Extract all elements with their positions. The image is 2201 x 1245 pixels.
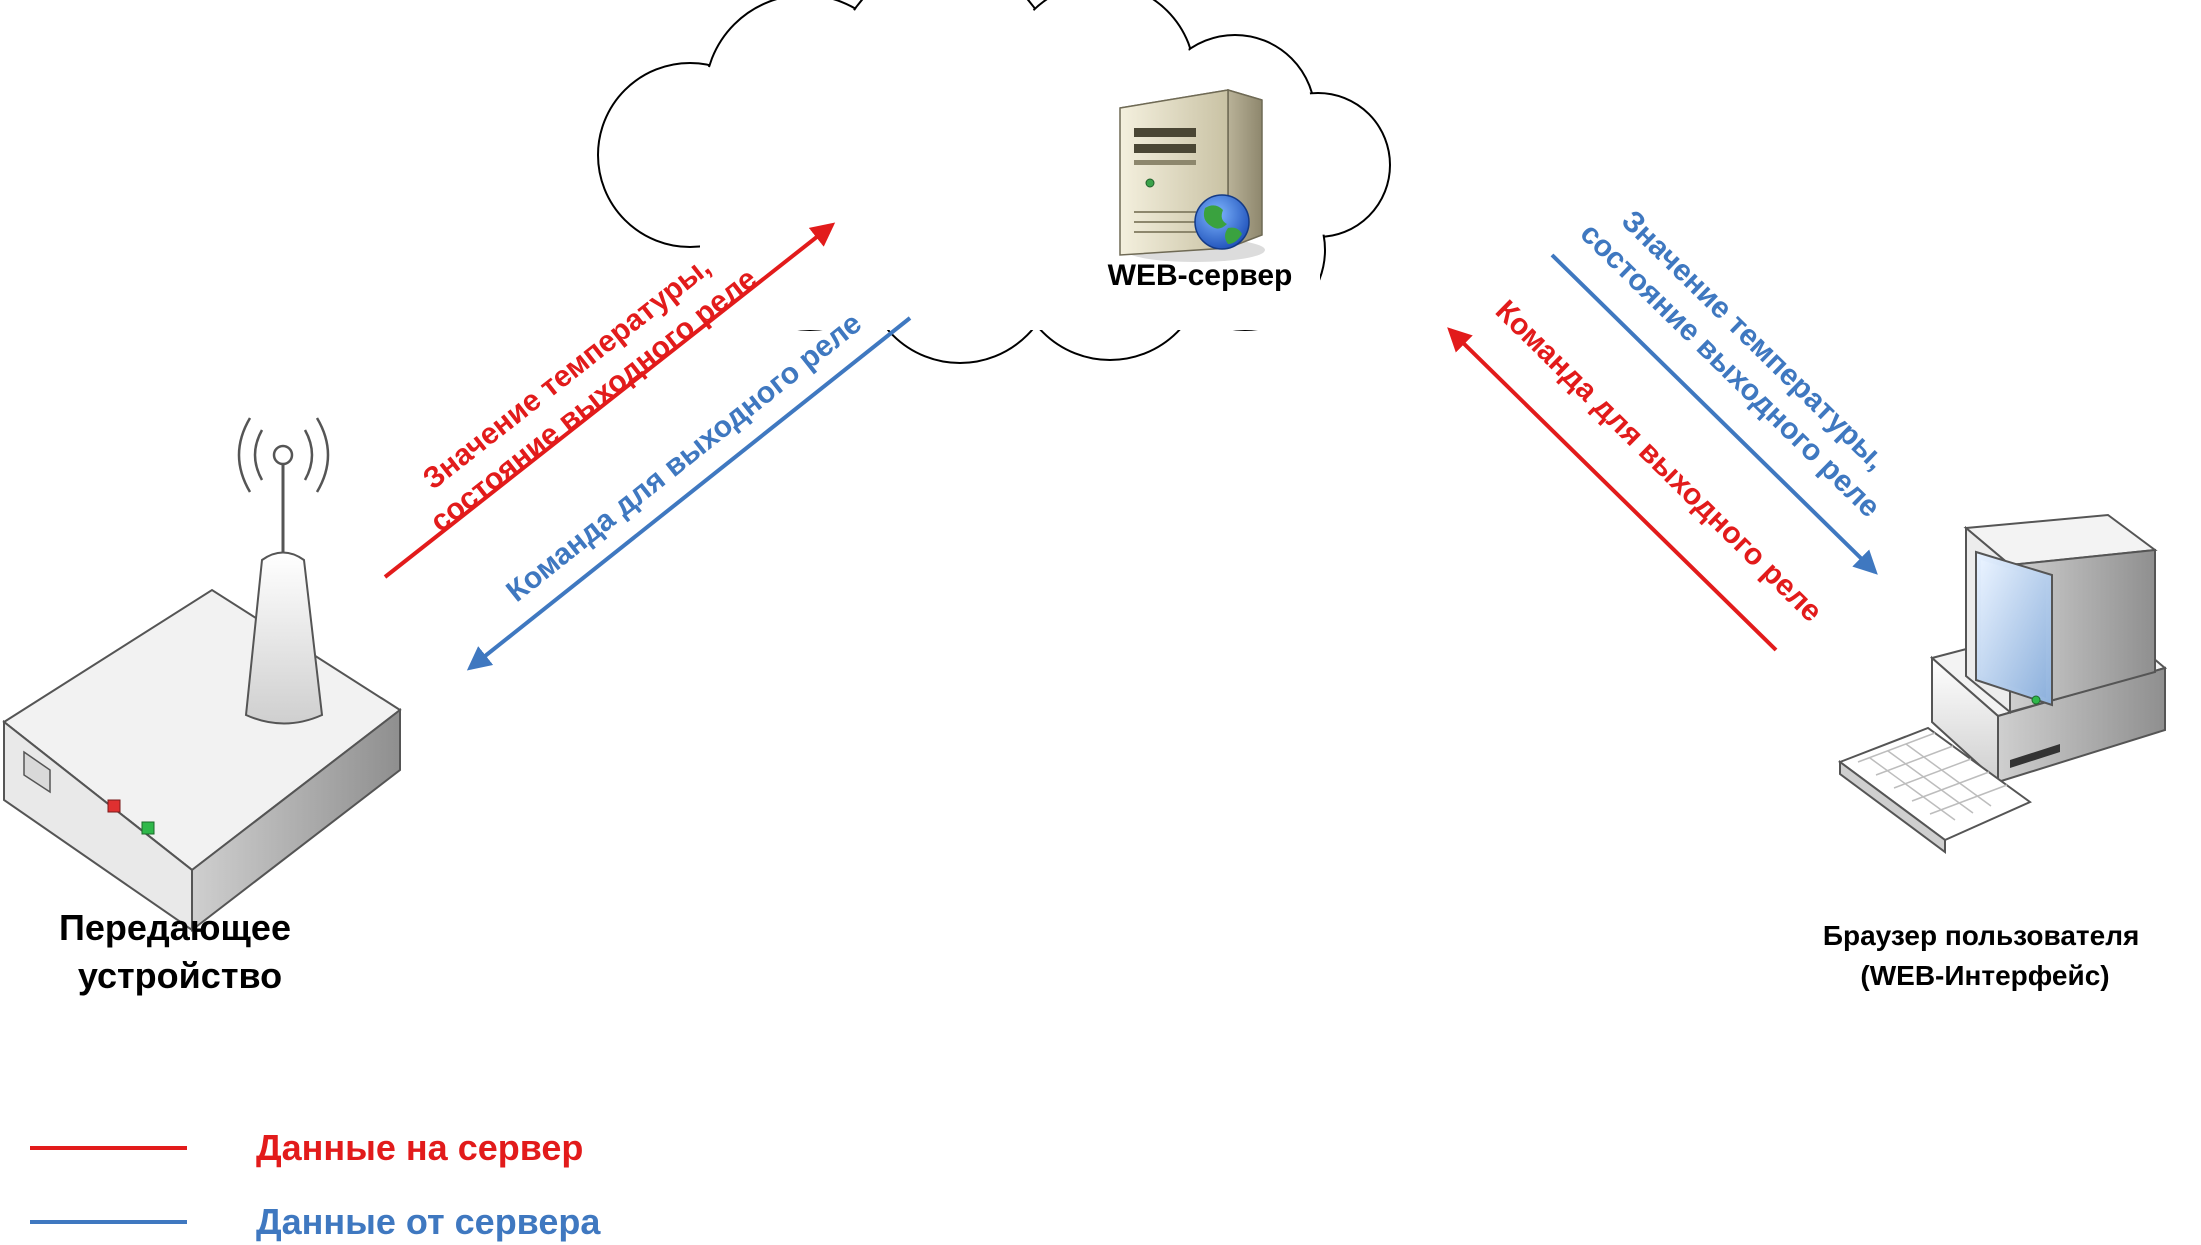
browser-label: Браузер пользователя (WEB-Интерфейс) [1823, 920, 2147, 991]
arrow-server-to-device [466, 316, 912, 671]
server-to-browser-label: Значение температуры, состояние выходног… [1574, 190, 1913, 524]
computer-icon [1837, 513, 2168, 854]
arrow-server-to-browser [1550, 253, 1878, 575]
legend: Данные на сервер Данные от сервера [30, 1127, 601, 1242]
device-to-server-label: Значение температуры, состояние выходног… [401, 232, 763, 538]
device-label: Передающее устройство [59, 907, 301, 996]
arrow-browser-to-server [1447, 327, 1778, 652]
signal-waves-icon [237, 417, 330, 493]
router-icon [2, 417, 402, 933]
server-to-device-label: Команда для выходного реле [500, 307, 868, 609]
arrow-device-to-server [383, 222, 836, 579]
globe-icon [1194, 194, 1250, 250]
legend-label-to-server: Данные на сервер [256, 1127, 583, 1168]
server-label: WEB-сервер [1108, 259, 1293, 292]
legend-label-from-server: Данные от сервера [256, 1201, 601, 1242]
